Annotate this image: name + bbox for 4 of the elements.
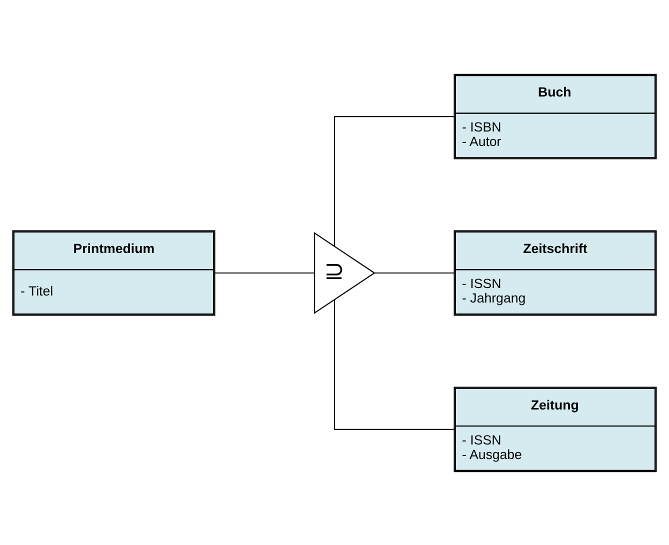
connector bbox=[334, 116, 454, 246]
connector bbox=[334, 299, 454, 430]
connector bbox=[214, 272, 314, 274]
connector bbox=[374, 272, 454, 274]
